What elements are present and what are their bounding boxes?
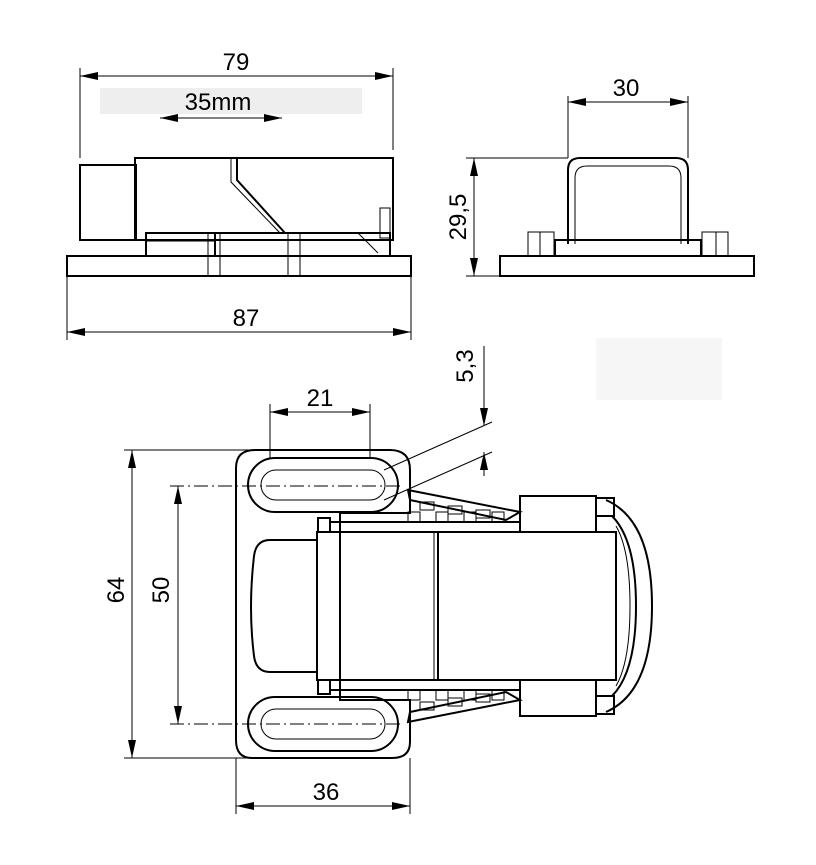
plan-view [235, 449, 654, 759]
dim-slot-length-label: 21 [307, 385, 334, 412]
scan-smudge [596, 338, 722, 400]
dim-offset-label: 5,3 [452, 349, 479, 382]
dim-base-length-label: 87 [233, 305, 260, 332]
dim-hole-spacing-label: 50 [148, 577, 175, 604]
dim-side-height-label: 29,5 [445, 194, 472, 241]
dim-base-length [66, 276, 412, 340]
dim-offset [383, 346, 493, 501]
scan-smudge [100, 88, 362, 114]
dim-base-width-label: 36 [313, 779, 340, 806]
dim-base-width [235, 758, 411, 814]
dim-overall-height-label: 64 [103, 577, 130, 604]
dim-hole-spacing [174, 486, 182, 724]
dim-top-width [79, 68, 394, 158]
dim-top-hole-spacing-label: 35mm [185, 89, 252, 116]
dim-top-hole-spacing [160, 114, 282, 122]
dim-slot-length [269, 404, 371, 458]
dim-top-width-label: 79 [223, 49, 250, 76]
side-view [499, 157, 755, 277]
dim-side-width-label: 30 [613, 75, 640, 102]
dim-side-height [466, 157, 568, 277]
front-view [66, 157, 412, 277]
dim-overall-height [124, 449, 250, 759]
dim-side-width [567, 96, 689, 158]
